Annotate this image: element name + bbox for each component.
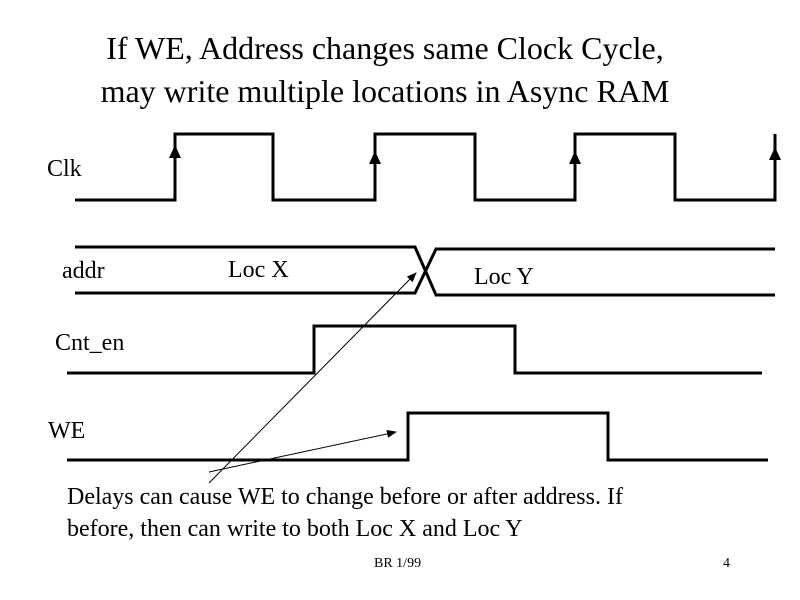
addr-bus-waveform <box>75 245 775 297</box>
note-line-2: before, then can write to both Loc X and… <box>67 516 523 542</box>
clk-edge-arrow-icon <box>569 151 581 164</box>
note-pointer-to-address-crossover <box>208 272 417 484</box>
slide-title-line-2: may write multiple locations in Async RA… <box>100 73 670 109</box>
addr-value-loc-y: Loc Y <box>474 264 534 290</box>
footer-date: BR 1/99 <box>374 556 422 571</box>
signal-label-we: WE <box>48 418 86 444</box>
cnt-en-waveform <box>67 324 762 375</box>
page-number: 4 <box>723 556 730 571</box>
note-pointer-to-we-edge <box>208 429 397 473</box>
signal-label-addr: addr <box>62 258 105 284</box>
signal-label-clk: Clk <box>47 156 82 182</box>
we-waveform <box>67 411 768 462</box>
clk-waveform <box>75 132 777 202</box>
clk-edge-arrow-icon <box>369 151 381 164</box>
clk-edge-arrow-icon <box>169 145 181 158</box>
note-line-1: Delays can cause WE to change before or … <box>67 484 623 510</box>
slide-title-line-1: If WE, Address changes same Clock Cycle, <box>106 30 664 66</box>
signal-label-cnt-en: Cnt_en <box>55 330 125 356</box>
addr-value-loc-x: Loc X <box>228 257 289 283</box>
clk-edge-arrow-icon <box>769 147 781 160</box>
